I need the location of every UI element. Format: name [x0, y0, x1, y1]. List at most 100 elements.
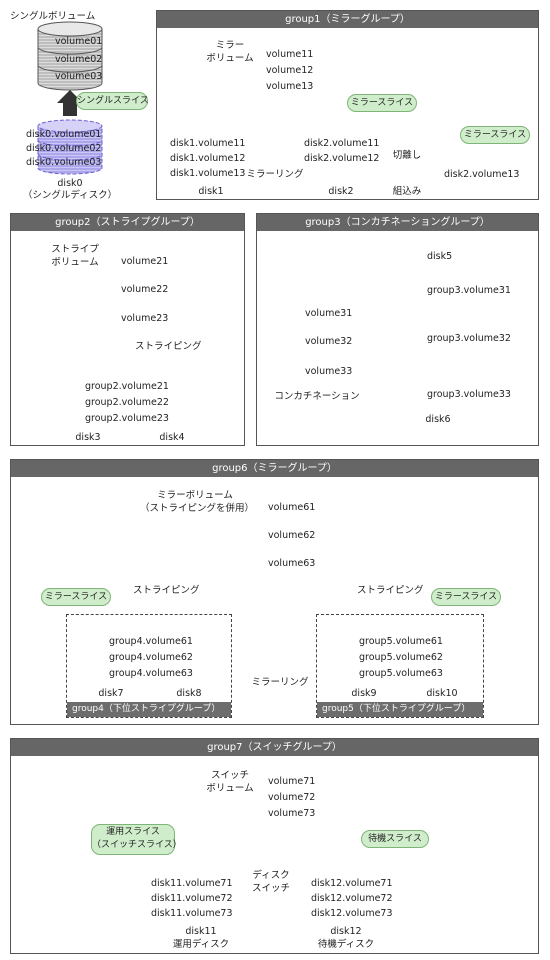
striping-label: ストライピング	[357, 585, 424, 596]
group2-volume-label: ボリューム	[51, 257, 99, 268]
slice-label: disk1.volume13	[170, 168, 246, 179]
volume-label: volume72	[268, 792, 316, 803]
disk0-cylinder	[37, 119, 103, 175]
volume-label: volume73	[268, 808, 316, 819]
group6-header: group6（ミラーグループ）	[11, 460, 538, 477]
disk0-note: （シングルディスク）	[22, 190, 118, 201]
standby-slice-callout: 待機スライス	[361, 830, 429, 848]
group3-header: group3（コンカチネーショングループ）	[257, 214, 538, 231]
slice-label: group3.volume31	[427, 285, 511, 296]
disk10-label: disk10	[426, 688, 458, 699]
disk12-note: 待機ディスク	[317, 939, 375, 950]
slice-label: group3.volume33	[427, 389, 511, 400]
volume-label: volume71	[268, 776, 316, 787]
disk6-label: disk6	[425, 414, 451, 425]
disk11-note: 運用ディスク	[172, 939, 230, 950]
group1-header: group1（ミラーグループ）	[157, 11, 538, 28]
group5-label: group5（下位ストライプグループ）	[317, 702, 483, 717]
group6-volume-label: （ストライピングを併用）	[140, 503, 255, 514]
group5-box: group5（下位ストライプグループ）	[316, 614, 484, 718]
volume-label: volume03	[55, 71, 103, 82]
group7-header: group7（スイッチグループ）	[11, 739, 538, 756]
detach-label: 切離し	[392, 150, 422, 161]
single-slice-callout: シングルスライス	[76, 92, 149, 110]
slice-label: disk1.volume11	[170, 138, 246, 149]
volume-label: volume23	[121, 313, 169, 324]
group2-header: group2（ストライプグループ）	[11, 214, 244, 231]
slice-label: group4.volume63	[109, 668, 193, 679]
group3-panel: group3（コンカチネーショングループ）	[256, 213, 539, 446]
single-volume-cylinder	[37, 21, 103, 91]
mirror-slice-callout: ミラースライス	[431, 588, 501, 606]
group2-volume-label: ストライプ	[51, 244, 99, 255]
concatenation-label: コンカチネーション	[274, 391, 360, 402]
active-slice-callout-line2: （スイッチスライス）	[92, 840, 182, 850]
slice-label: group4.volume62	[109, 652, 193, 663]
disk9-label: disk9	[351, 688, 377, 699]
slice-label: group2.volume21	[85, 381, 169, 392]
disk-switch-label: ディスク	[252, 870, 290, 881]
striping-label: ストライピング	[133, 585, 200, 596]
mirroring-label: ミラーリング	[246, 169, 304, 180]
volume-label: volume01	[55, 36, 103, 47]
disk8-label: disk8	[176, 688, 202, 699]
volume-label: volume32	[305, 336, 353, 347]
disk4-label: disk4	[159, 432, 185, 443]
slice-label: group3.volume32	[427, 333, 511, 344]
slice-label: disk11.volume73	[151, 908, 233, 919]
slice-label: disk12.volume72	[311, 893, 393, 904]
volume-label: volume61	[268, 502, 316, 513]
group4-box: group4（下位ストライプグループ）	[66, 614, 232, 718]
slice-label: disk11.volume72	[151, 893, 233, 904]
volume-label: volume21	[121, 256, 169, 267]
slice-label: disk12.volume73	[311, 908, 393, 919]
group7-panel: group7（スイッチグループ）	[10, 738, 539, 954]
slice-label: group5.volume61	[359, 636, 443, 647]
disk0-label: disk0	[57, 178, 83, 189]
volume-label: volume22	[121, 284, 169, 295]
slice-label: group2.volume22	[85, 397, 169, 408]
volume-label: volume63	[268, 558, 316, 569]
mirror-slice-callout: ミラースライス	[41, 588, 111, 606]
volume-label: volume12	[266, 65, 314, 76]
disk-switch-label: スイッチ	[251, 883, 290, 894]
group6-volume-label: ミラーボリューム	[157, 490, 233, 501]
group7-volume-label: スイッチ	[210, 770, 249, 781]
slice-label: group4.volume61	[109, 636, 193, 647]
slice-label: disk1.volume12	[170, 153, 246, 164]
active-slice-callout: 運用スライス （スイッチスライス）	[91, 824, 182, 855]
slice-label: disk12.volume71	[311, 878, 393, 889]
slice-label: group5.volume63	[359, 668, 443, 679]
slice-label: group2.volume23	[85, 413, 169, 424]
volume-label: volume11	[266, 49, 314, 60]
volume-label: volume33	[305, 366, 353, 377]
disk7-label: disk7	[98, 688, 124, 699]
active-slice-callout-line1: 運用スライス	[106, 827, 160, 837]
group1-volume-label: ボリューム	[206, 53, 254, 64]
slice-label: disk2.volume11	[304, 138, 380, 149]
slice-label: group5.volume62	[359, 652, 443, 663]
volume-label: volume13	[266, 81, 314, 92]
slice-label: disk0.volume01	[26, 129, 102, 140]
slice-label: disk0.volume03	[26, 157, 102, 168]
mirror-slice-callout: ミラースライス	[347, 94, 417, 112]
group2-panel: group2（ストライプグループ）	[10, 213, 245, 446]
disk11-label: disk11	[185, 926, 217, 937]
group1-volume-label: ミラー	[215, 40, 245, 51]
volume-label: volume62	[268, 530, 316, 541]
attach-label: 組込み	[392, 186, 422, 197]
slice-label: disk11.volume71	[151, 878, 233, 889]
mirroring-label: ミラーリング	[251, 677, 309, 688]
disk12-label: disk12	[330, 926, 362, 937]
volume-label: volume02	[55, 54, 103, 65]
detached-slice-label: disk2.volume13	[444, 169, 520, 180]
slice-label: disk2.volume12	[304, 153, 380, 164]
disk3-label: disk3	[75, 432, 101, 443]
disk5-label: disk5	[427, 251, 453, 262]
disk1-label: disk1	[198, 186, 224, 197]
striping-label: ストライピング	[135, 341, 202, 352]
group4-label: group4（下位ストライプグループ）	[67, 702, 231, 717]
single-volume-title: シングルボリューム	[10, 11, 96, 22]
mirror-slice-callout: ミラースライス	[460, 126, 530, 144]
disk2-label: disk2	[328, 186, 354, 197]
